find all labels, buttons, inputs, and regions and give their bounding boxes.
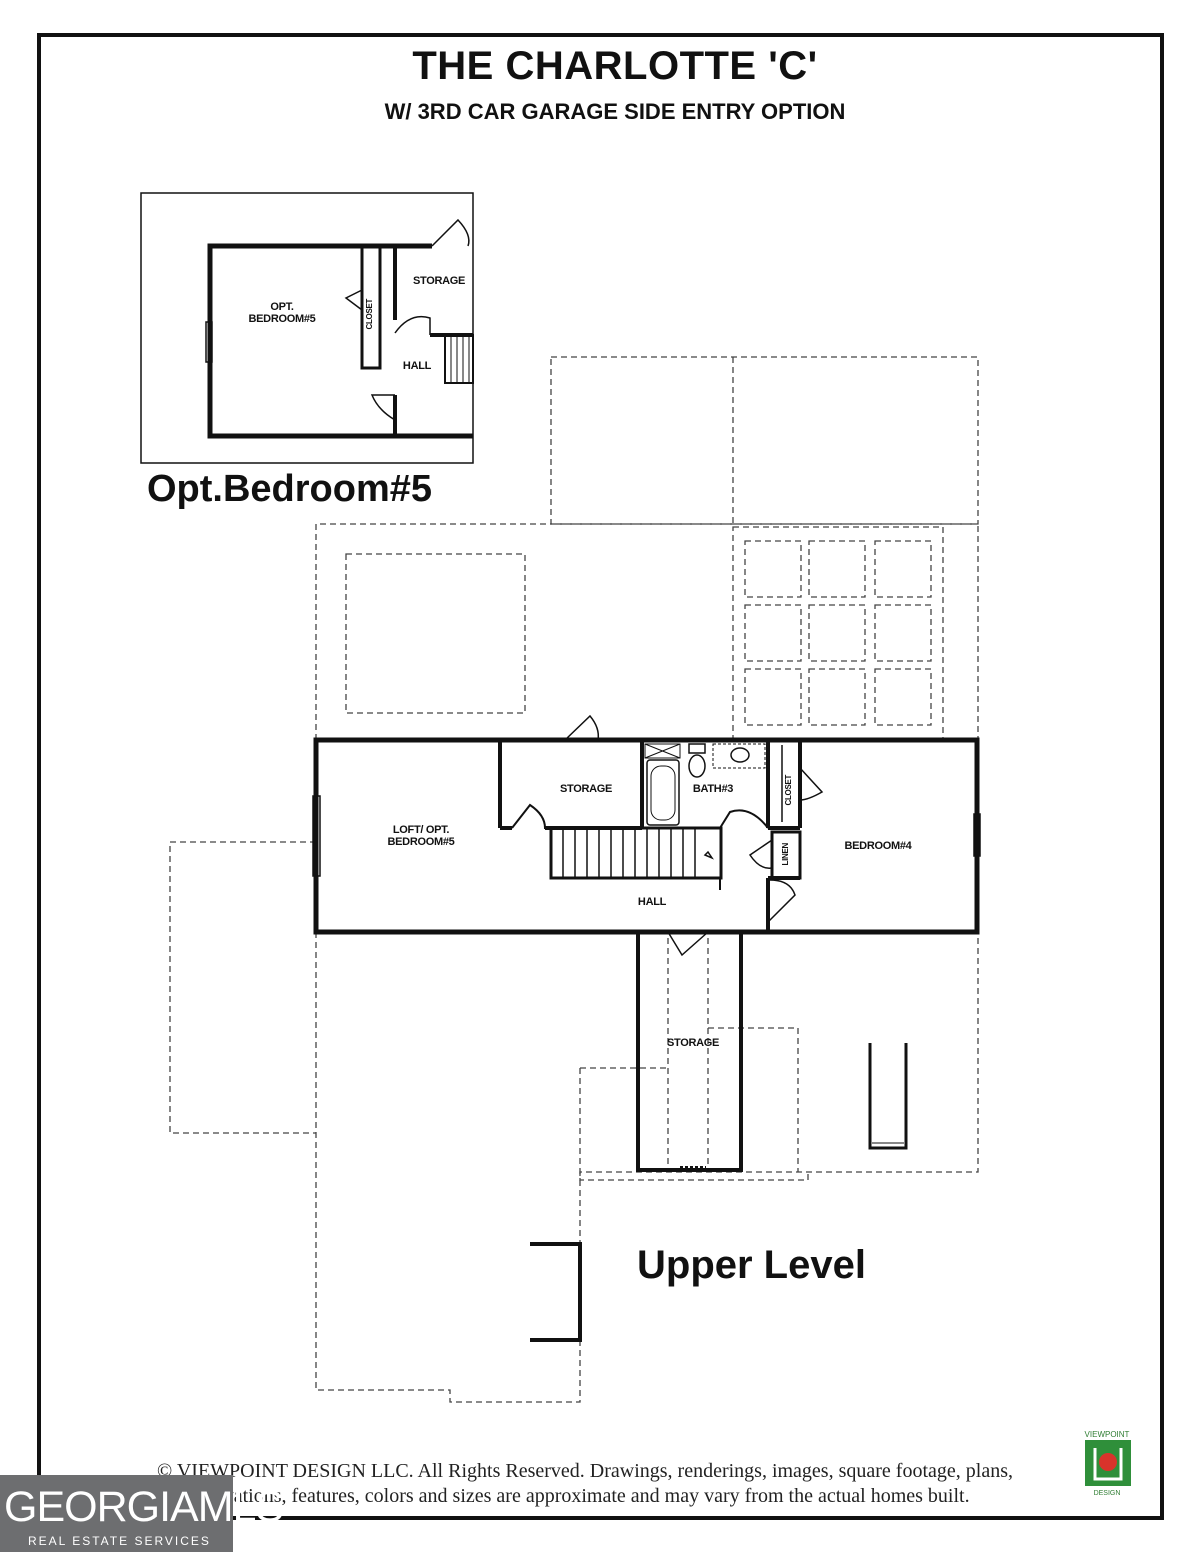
inset-hall-label: HALL [402, 360, 432, 372]
watermark-text: GEORGIAMLS [4, 1483, 284, 1531]
inset-storage-label: STORAGE [412, 275, 466, 287]
bedroom4-label: BEDROOM#4 [844, 840, 912, 852]
inset-bedroom-label: OPT. BEDROOM#5 [248, 301, 316, 325]
upper-level-walls [312, 714, 981, 1342]
storage-lower-label: STORAGE [666, 1037, 720, 1049]
plan-subtitle: W/ 3RD CAR GARAGE SIDE ENTRY OPTION [384, 99, 846, 124]
viewpoint-logo-text: VIEWPOINT [1084, 1430, 1130, 1439]
closet-label: CLOSET [783, 774, 793, 806]
loft-label: LOFT/ OPT. BEDROOM#5 [387, 824, 455, 848]
copyright-line-1: © VIEWPOINT DESIGN LLC. All Rights Reser… [157, 1460, 1013, 1482]
sheet-border [37, 33, 1164, 1520]
hall-label: HALL [637, 896, 667, 908]
storage-upper-label: STORAGE [559, 783, 613, 795]
lower-level-outline [169, 356, 979, 1403]
viewpoint-logo-subtext: DESIGN [1093, 1490, 1121, 1497]
plan-title: THE CHARLOTTE 'C' [412, 44, 818, 88]
viewpoint-logo-mark [1085, 1440, 1131, 1486]
inset-plan [140, 192, 474, 464]
inset-closet-label: CLOSET [364, 298, 374, 330]
copyright-line-2: elevations, features, colors and sizes a… [200, 1485, 970, 1507]
inset-caption: Opt.Bedroom#5 [147, 468, 433, 510]
watermark-subtext: REAL ESTATE SERVICES [28, 1534, 211, 1548]
georgia-mls-watermark: GEORGIAMLS REAL ESTATE SERVICES [0, 1475, 284, 1552]
linen-label: LINEN [780, 842, 790, 866]
level-label: Upper Level [637, 1243, 866, 1287]
bath-label: BATH#3 [692, 783, 734, 795]
